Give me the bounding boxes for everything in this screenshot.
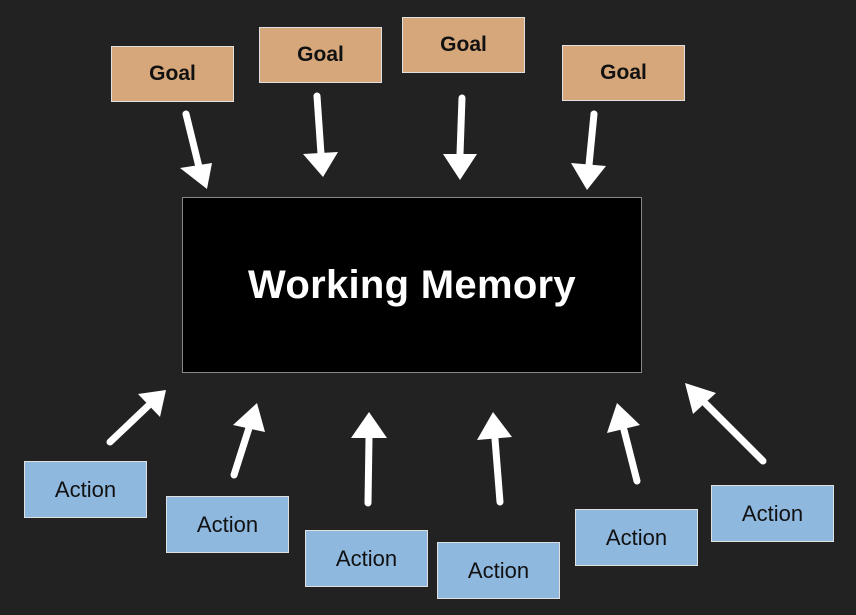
action-label: Action [605,524,668,550]
action-arrow-3 [351,412,387,507]
goal-arrow-1 [180,110,212,189]
action-box-5: Action [575,509,698,566]
action-label: Action [467,557,530,583]
action-arrow-5 [607,403,641,485]
action-box-6: Action [711,485,834,542]
goal-arrow-2 [303,92,338,177]
action-box-3: Action [305,530,428,587]
goal-label: Goal [440,33,487,56]
goal-box-1: Goal [111,46,234,102]
action-label: Action [54,476,117,502]
goal-box-2: Goal [259,27,382,83]
action-box-1: Action [24,461,147,518]
working-memory-box: Working Memory [182,197,642,373]
action-arrow-1 [106,390,166,446]
goal-label: Goal [149,62,196,85]
goal-label: Goal [297,43,344,66]
action-box-2: Action [166,496,289,553]
goal-box-3: Goal [402,17,525,73]
goal-label: Goal [600,61,647,84]
action-box-4: Action [437,542,560,599]
working-memory-label: Working Memory [248,262,576,307]
goal-box-4: Goal [562,45,685,101]
action-label: Action [196,511,259,537]
action-arrow-2 [230,403,265,479]
action-arrow-6 [685,383,767,465]
action-label: Action [335,545,398,571]
action-label: Action [741,500,804,526]
goal-arrow-3 [443,94,477,180]
goal-arrow-4 [571,110,606,190]
action-arrow-4 [477,412,512,506]
